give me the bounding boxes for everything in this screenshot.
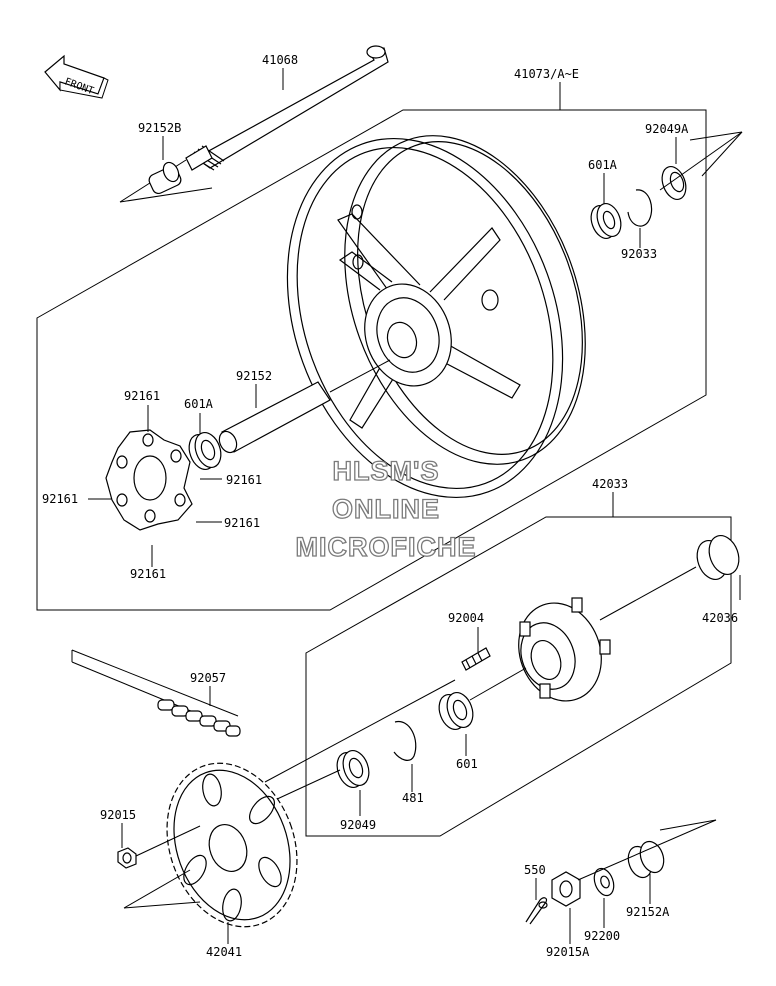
label-92004: 92004 xyxy=(448,611,484,625)
label-601a-top: 601A xyxy=(588,158,618,172)
label-42033: 42033 xyxy=(592,477,628,491)
wheel-part xyxy=(286,135,586,499)
label-92152b: 92152B xyxy=(138,121,181,135)
collar-92152-part xyxy=(218,359,391,454)
bearing-601-part xyxy=(438,691,474,731)
collar-92152b-part xyxy=(148,161,182,195)
watermark-line-3: MICROFICHE xyxy=(296,532,477,562)
castle-nut-92015a-part xyxy=(551,871,581,907)
label-92161-right-lower: 92161 xyxy=(224,516,260,530)
nut-92015-part xyxy=(117,847,137,869)
seal-92049a-part xyxy=(661,165,687,201)
label-92015a: 92015A xyxy=(546,945,590,959)
watermark-line-2: ONLINE xyxy=(332,494,440,524)
label-92049: 92049 xyxy=(340,818,376,832)
lower-assembly-outline xyxy=(305,516,732,837)
cotter-pin-550-part xyxy=(525,897,548,925)
bearing-601a-left-part xyxy=(188,431,222,471)
bearing-601a-top-part xyxy=(590,202,622,240)
label-92161-bottom: 92161 xyxy=(130,567,166,581)
label-41073: 41073/A~E xyxy=(514,67,579,81)
collar-92152a-part xyxy=(627,840,665,879)
label-42041: 42041 xyxy=(206,945,242,959)
label-92161-top: 92161 xyxy=(124,389,160,403)
label-601: 601 xyxy=(456,757,478,771)
watermark: HLSM'S ONLINE MICROFICHE xyxy=(295,455,477,562)
label-41068: 41068 xyxy=(262,53,298,67)
front-arrow-icon: FRONT xyxy=(44,54,109,99)
leader-lines xyxy=(88,68,741,944)
label-550: 550 xyxy=(524,863,546,877)
label-92049a: 92049A xyxy=(645,122,689,136)
label-92057: 92057 xyxy=(190,671,226,685)
coupling-42033-part xyxy=(518,597,611,702)
label-42036: 42036 xyxy=(702,611,738,625)
label-92152a: 92152A xyxy=(626,905,670,919)
sprocket-42041-part xyxy=(166,762,298,928)
label-92200: 92200 xyxy=(584,929,620,943)
upper-assembly-outline xyxy=(36,109,707,611)
label-92015: 92015 xyxy=(100,808,136,822)
washer-92200-part xyxy=(593,867,615,897)
label-481: 481 xyxy=(402,791,424,805)
watermark-line-1: HLSM'S xyxy=(333,456,440,486)
label-92033: 92033 xyxy=(621,247,657,261)
circlip-481-part xyxy=(393,721,417,761)
label-601a-left: 601A xyxy=(184,397,214,411)
damper-92161-part xyxy=(105,429,193,531)
collar-42036-part xyxy=(696,535,740,580)
seal-92049-part xyxy=(336,749,370,789)
part-labels: 41068 41073/A~E 92152B 92049A 601A 92033… xyxy=(42,53,738,959)
chain-92057-part xyxy=(71,649,241,737)
circlip-92033-part xyxy=(627,189,653,227)
label-92161-right-upper: 92161 xyxy=(226,473,262,487)
label-92161-left: 92161 xyxy=(42,492,78,506)
label-92152: 92152 xyxy=(236,369,272,383)
stud-92004-part xyxy=(461,647,491,671)
